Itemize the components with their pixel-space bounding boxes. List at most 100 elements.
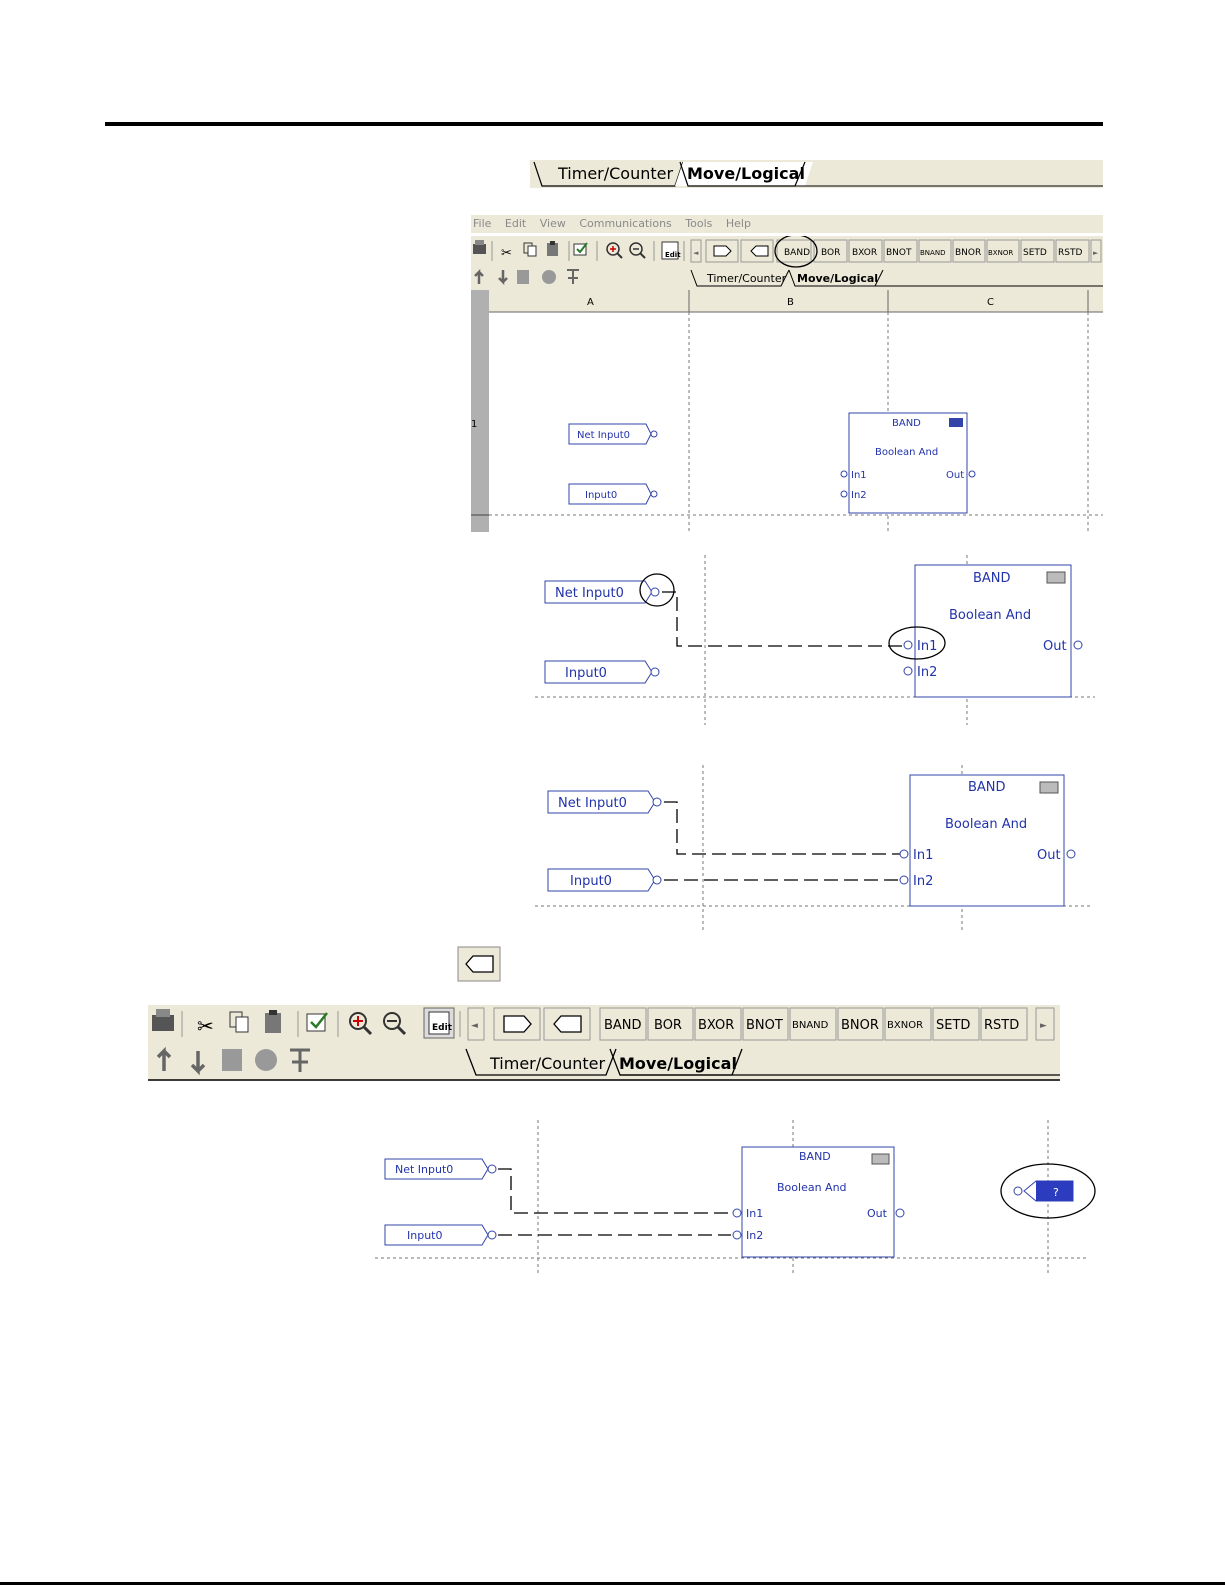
ladder-grid: A B C 1 Net Input0 Input0 BAND Boolean A… (471, 290, 1103, 532)
setd-button-large[interactable]: SETD (932, 1007, 980, 1041)
edit-lock-icon-large[interactable]: Edit (423, 1007, 455, 1039)
svg-text:Edit: Edit (665, 251, 681, 259)
bnor-button-large[interactable]: BNOR (837, 1007, 884, 1041)
up-arrow-icon[interactable] (474, 268, 484, 284)
svg-text:In2: In2 (913, 874, 933, 889)
scroll-left-button-large[interactable]: ◄ (467, 1007, 485, 1041)
menu-help[interactable]: Help (725, 217, 751, 230)
zoom-in-icon[interactable] (606, 242, 623, 259)
bxnor-button-large[interactable]: BXNOR (884, 1007, 932, 1041)
tab-timer-counter-large[interactable]: Timer/Counter (489, 1054, 605, 1073)
band-block-small[interactable]: BAND Boolean And In1 In2 Out (840, 412, 976, 514)
output-reference-button[interactable] (740, 239, 774, 263)
bnand-button-large[interactable]: BNAND (789, 1007, 837, 1041)
bor-button[interactable]: BOR (813, 239, 848, 263)
svg-text:Boolean And: Boolean And (875, 447, 938, 458)
bnot-button-large[interactable]: BNOT (742, 1007, 789, 1041)
input-ref-net-input0[interactable]: Net Input0 (544, 580, 660, 604)
diagram-both-connected: Net Input0 Input0 BAND Boolean And In1 I… (535, 765, 1090, 930)
input-ref-net-input0-final[interactable]: Net Input0 (384, 1158, 497, 1180)
svg-text:RSTD: RSTD (1058, 248, 1082, 258)
paste-icon[interactable] (547, 241, 558, 256)
tab-timer-counter[interactable]: Timer/Counter (557, 164, 673, 183)
paste-icon-large[interactable] (265, 1010, 281, 1033)
band-highlight-circle (774, 236, 818, 268)
download-icon-large[interactable] (290, 1048, 310, 1072)
svg-text:◄: ◄ (471, 1021, 478, 1031)
band-button[interactable]: BAND (776, 239, 812, 263)
input-ref-net-input0-small[interactable]: Net Input0 (568, 423, 658, 445)
svg-text:Input0: Input0 (565, 666, 607, 681)
menu-tools[interactable]: Tools (685, 217, 713, 230)
tab-move-logical-small[interactable]: Move/Logical (797, 272, 878, 285)
page-bottom-rule (0, 1582, 1225, 1585)
cut-icon[interactable]: ✂ (501, 246, 512, 261)
up-arrow-icon-large[interactable] (156, 1046, 172, 1071)
bxor-button[interactable]: BXOR (848, 239, 883, 263)
svg-text:✂: ✂ (197, 1014, 214, 1038)
input-ref-net-input0-connected[interactable]: Net Input0 (547, 790, 662, 814)
svg-text:Input0: Input0 (570, 874, 612, 889)
verify-icon[interactable] (573, 242, 588, 256)
input-ref-input0-final[interactable]: Input0 (384, 1224, 497, 1246)
bnand-button[interactable]: BNAND (918, 239, 952, 263)
scroll-left-button[interactable]: ◄ (690, 239, 702, 263)
page-top-rule (105, 122, 1103, 126)
disconnect-icon[interactable] (542, 270, 556, 284)
copy-icon[interactable] (523, 242, 537, 257)
rstd-button-large[interactable]: RSTD (980, 1007, 1028, 1041)
print-icon-large[interactable] (152, 1009, 174, 1031)
print-icon[interactable] (473, 240, 486, 254)
band-block-final[interactable]: BAND Boolean And In1 In2 Out (732, 1146, 905, 1258)
zoom-out-icon-large[interactable] (383, 1012, 407, 1036)
output-ref-new[interactable]: ? (1013, 1180, 1074, 1202)
copy-icon-large[interactable] (229, 1011, 249, 1033)
output-reference-button-large[interactable] (543, 1007, 591, 1041)
tab-timer-counter-small[interactable]: Timer/Counter (706, 272, 787, 285)
zoom-out-icon[interactable] (629, 242, 646, 259)
bxnor-button[interactable]: BXNOR (986, 239, 1020, 263)
menu-edit[interactable]: Edit (504, 217, 527, 230)
zoom-in-icon-large[interactable] (349, 1012, 373, 1036)
input-reference-button-large[interactable] (493, 1007, 541, 1041)
edit-lock-icon[interactable]: Edit (661, 241, 681, 260)
setd-button[interactable]: SETD (1020, 239, 1055, 263)
svg-text:►: ► (1040, 1021, 1047, 1031)
tab-move-logical[interactable]: Move/Logical (687, 164, 805, 183)
connect-icon-large[interactable] (222, 1049, 242, 1071)
wire-final-in1 (498, 1168, 731, 1214)
svg-text:BNAND: BNAND (920, 249, 945, 257)
menu-view[interactable]: View (539, 217, 566, 230)
band-block-connected[interactable]: BAND Boolean And In1 In2 Out (899, 774, 1076, 907)
tab-strip-large: Timer/Counter Move/Logical (530, 160, 1103, 188)
instruction-buttons-large: BAND BOR BXOR BNOT BNAND BNOR BXNOR SETD… (599, 1007, 1055, 1041)
bnor-button[interactable]: BNOR (952, 239, 986, 263)
column-header-a: A (587, 297, 594, 308)
input-ref-input0-connected[interactable]: Input0 (547, 868, 662, 892)
bor-button-large[interactable]: BOR (647, 1007, 694, 1041)
menu-file[interactable]: File (473, 217, 492, 230)
rstd-button[interactable]: RSTD (1055, 239, 1090, 263)
down-arrow-icon-large[interactable] (190, 1051, 206, 1076)
menu-communications[interactable]: Communications (579, 217, 672, 230)
down-arrow-icon[interactable] (498, 270, 508, 286)
scroll-right-button-large[interactable]: ► (1035, 1007, 1055, 1041)
connect-icon[interactable] (517, 270, 529, 284)
svg-text:Net Input0: Net Input0 (395, 1163, 453, 1176)
wire-net-input0-to-in1 (662, 591, 906, 647)
verify-icon-large[interactable] (306, 1012, 328, 1032)
svg-text:BAND: BAND (799, 1150, 831, 1163)
download-icon[interactable] (567, 269, 579, 284)
band-block[interactable]: BAND Boolean And In1 In2 Out (903, 564, 1083, 698)
scroll-right-button[interactable]: ► (1090, 239, 1102, 263)
cut-icon-large[interactable]: ✂ (197, 1014, 214, 1038)
bxor-button-large[interactable]: BXOR (694, 1007, 742, 1041)
input-ref-input0[interactable]: Input0 (544, 660, 660, 684)
wire-to-in1 (664, 801, 901, 855)
input-ref-input0-small[interactable]: Input0 (568, 483, 658, 505)
tab-move-logical-large[interactable]: Move/Logical (619, 1054, 737, 1073)
input-reference-button[interactable] (705, 239, 739, 263)
disconnect-icon-large[interactable] (255, 1049, 277, 1071)
band-button-large[interactable]: BAND (599, 1007, 647, 1041)
bnot-button[interactable]: BNOT (883, 239, 918, 263)
